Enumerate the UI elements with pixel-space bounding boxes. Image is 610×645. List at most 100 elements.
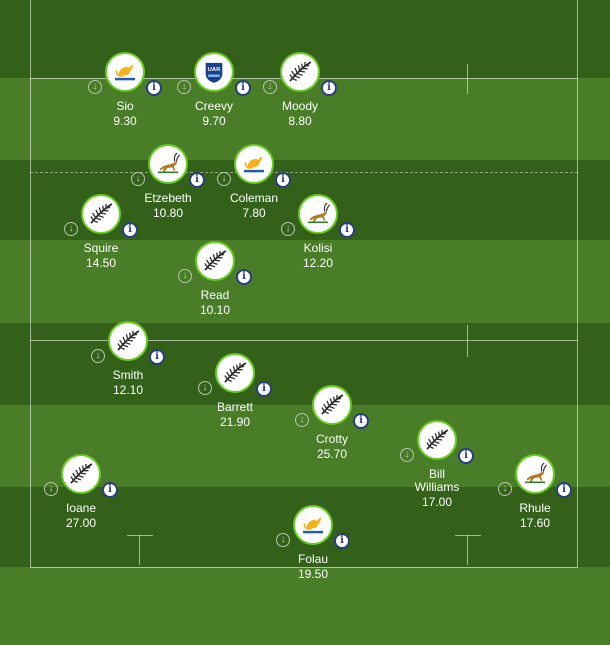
info-icon[interactable]: i (122, 222, 138, 238)
info-icon[interactable]: i (353, 413, 369, 429)
info-icon[interactable]: i (149, 349, 165, 365)
player-score: 27.00 (65, 516, 97, 530)
info-icon[interactable]: i (256, 381, 272, 397)
player-team-badge[interactable] (195, 241, 235, 281)
info-icon[interactable]: i (458, 448, 474, 464)
info-icon[interactable]: i (236, 269, 252, 285)
player-team-badge[interactable] (108, 321, 148, 361)
twenty-two-line (30, 172, 578, 173)
transfer-arrow-icon[interactable]: ↓ (276, 533, 290, 547)
transfer-arrow-icon[interactable]: ↓ (177, 80, 191, 94)
player-score: 25.70 (316, 447, 348, 461)
transfer-arrow-icon[interactable]: ↓ (263, 80, 277, 94)
transfer-arrow-icon[interactable]: ↓ (198, 381, 212, 395)
info-icon[interactable]: i (189, 172, 205, 188)
transfer-arrow-icon[interactable]: ↓ (217, 172, 231, 186)
halfway-line (30, 340, 578, 341)
wallabies-logo-icon (239, 149, 269, 179)
player-score: 12.20 (302, 256, 334, 270)
player-name: Etzebeth (144, 191, 192, 205)
pitch-stripe (0, 240, 610, 323)
transfer-arrow-icon[interactable]: ↓ (400, 448, 414, 462)
player-name: Moody (281, 99, 319, 113)
player-score: 21.90 (219, 415, 251, 429)
info-icon[interactable]: i (321, 80, 337, 96)
touchline-left (30, 0, 31, 567)
player-score: 9.30 (113, 114, 137, 128)
player-score: 9.70 (202, 114, 226, 128)
transfer-arrow-icon[interactable]: ↓ (88, 80, 102, 94)
silver-fern-icon (86, 199, 116, 229)
info-icon[interactable]: i (146, 80, 162, 96)
player-name: Squire (83, 241, 119, 255)
silver-fern-icon (113, 326, 143, 356)
player-name: Crotty (315, 432, 348, 446)
player-score: 10.80 (152, 206, 184, 220)
player-score: 12.10 (112, 383, 144, 397)
pitch-stripe (0, 567, 610, 645)
transfer-arrow-icon[interactable]: ↓ (44, 482, 58, 496)
player-score: 14.50 (85, 256, 117, 270)
player-team-badge[interactable] (417, 420, 457, 460)
line-marker (467, 535, 468, 565)
transfer-arrow-icon[interactable]: ↓ (64, 222, 78, 236)
transfer-arrow-icon[interactable]: ↓ (295, 413, 309, 427)
info-icon[interactable]: i (275, 172, 291, 188)
wallabies-logo-icon (298, 510, 328, 540)
silver-fern-icon (422, 425, 452, 455)
player-score: 7.80 (242, 206, 266, 220)
player-team-badge[interactable] (215, 353, 255, 393)
silver-fern-icon (200, 246, 230, 276)
springbok-icon (520, 459, 550, 489)
transfer-arrow-icon[interactable]: ↓ (178, 269, 192, 283)
player-name: Bill Williams (414, 467, 460, 494)
uar-crest-icon (199, 57, 229, 87)
player-name: Sio (116, 99, 134, 113)
player-name: Folau (297, 552, 329, 566)
player-team-badge[interactable] (298, 194, 338, 234)
line-marker (139, 535, 140, 565)
info-icon[interactable]: i (235, 80, 251, 96)
info-icon[interactable]: i (339, 222, 355, 238)
player-team-badge[interactable] (105, 52, 145, 92)
transfer-arrow-icon[interactable]: ↓ (131, 172, 145, 186)
transfer-arrow-icon[interactable]: ↓ (498, 482, 512, 496)
player-name: Smith (112, 368, 144, 382)
info-icon[interactable]: i (102, 482, 118, 498)
player-name: Ioane (65, 501, 97, 515)
player-team-badge[interactable] (194, 52, 234, 92)
player-team-badge[interactable] (280, 52, 320, 92)
player-score: 17.60 (519, 516, 551, 530)
player-score: 19.50 (297, 567, 329, 581)
player-score: 8.80 (288, 114, 312, 128)
line-marker (455, 535, 481, 536)
touchline-right (577, 0, 578, 567)
player-team-badge[interactable] (515, 454, 555, 494)
player-score: 10.10 (199, 303, 231, 317)
pitch-stripe (0, 323, 610, 405)
silver-fern-icon (220, 358, 250, 388)
player-name: Rhule (519, 501, 551, 515)
transfer-arrow-icon[interactable]: ↓ (91, 349, 105, 363)
line-marker (467, 325, 468, 357)
line-marker (127, 535, 153, 536)
silver-fern-icon (317, 390, 347, 420)
wallabies-logo-icon (110, 57, 140, 87)
player-team-badge[interactable] (148, 144, 188, 184)
player-name: Creevy (194, 99, 233, 113)
info-icon[interactable]: i (334, 533, 350, 549)
silver-fern-icon (66, 459, 96, 489)
player-name: Barrett (216, 400, 253, 414)
player-team-badge[interactable] (234, 144, 274, 184)
transfer-arrow-icon[interactable]: ↓ (281, 222, 295, 236)
info-icon[interactable]: i (556, 482, 572, 498)
player-team-badge[interactable] (61, 454, 101, 494)
player-name: Coleman (229, 191, 279, 205)
player-team-badge[interactable] (81, 194, 121, 234)
pitch-stripe (0, 78, 610, 160)
player-score: 17.00 (421, 495, 453, 509)
line-marker (467, 64, 468, 94)
player-team-badge[interactable] (293, 505, 333, 545)
player-team-badge[interactable] (312, 385, 352, 425)
